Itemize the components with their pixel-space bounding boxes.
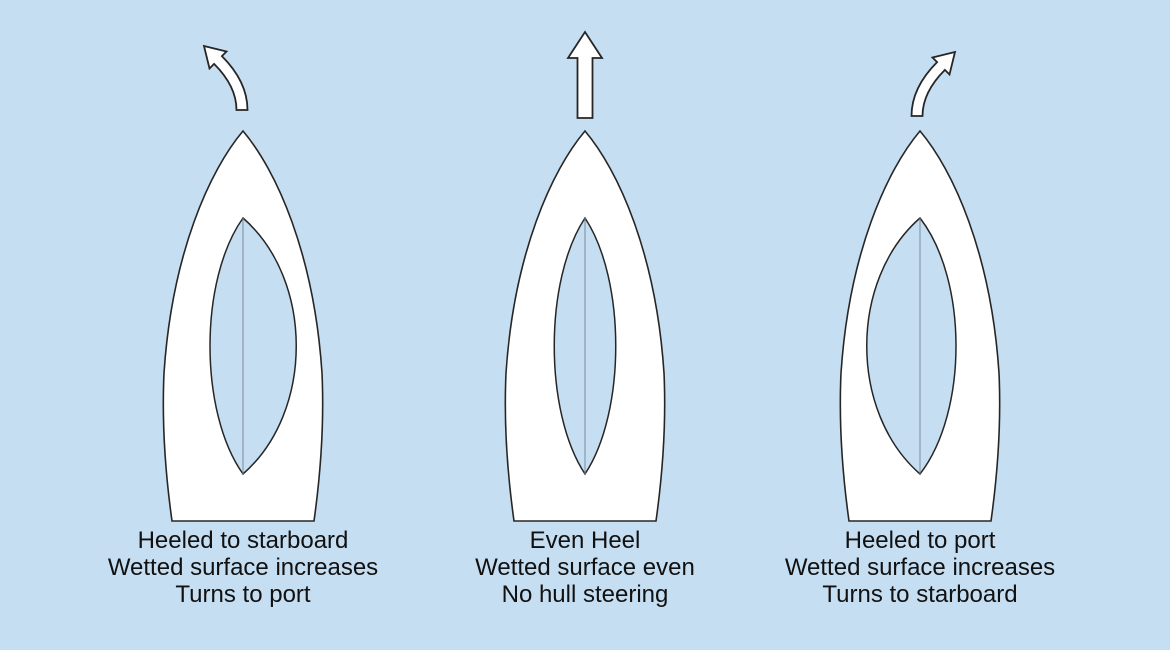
caption-line: Turns to port [175, 581, 311, 608]
panel-even-heel: Even Heel Wetted surface even No hull st… [415, 0, 755, 650]
hull-top-view [839, 129, 1001, 522]
caption-line: Wetted surface increases [784, 554, 1056, 581]
caption-line: Wetted surface even [475, 554, 695, 581]
panel-heeled-to-starboard: Heeled to starboard Wetted surface incre… [73, 0, 413, 650]
caption-heeled-to-starboard: Heeled to starboard Wetted surface incre… [73, 527, 413, 608]
caption-even-heel: Even Heel Wetted surface even No hull st… [415, 527, 755, 608]
caption-line: No hull steering [501, 581, 669, 608]
caption-line: Heeled to port [844, 527, 996, 554]
caption-line: Wetted surface increases [107, 554, 379, 581]
curved-arrow-up-left-icon [202, 44, 249, 111]
caption-line: Even Heel [529, 527, 641, 554]
straight-arrow-up-icon [566, 30, 604, 119]
caption-line: Heeled to starboard [137, 527, 349, 554]
caption-line: Turns to starboard [822, 581, 1018, 608]
hull-top-view [504, 129, 666, 522]
hull-top-view [162, 129, 324, 522]
caption-heeled-to-port: Heeled to port Wetted surface increases … [750, 527, 1090, 608]
curved-arrow-up-right-icon [910, 50, 957, 117]
panel-heeled-to-port: Heeled to port Wetted surface increases … [750, 0, 1090, 650]
